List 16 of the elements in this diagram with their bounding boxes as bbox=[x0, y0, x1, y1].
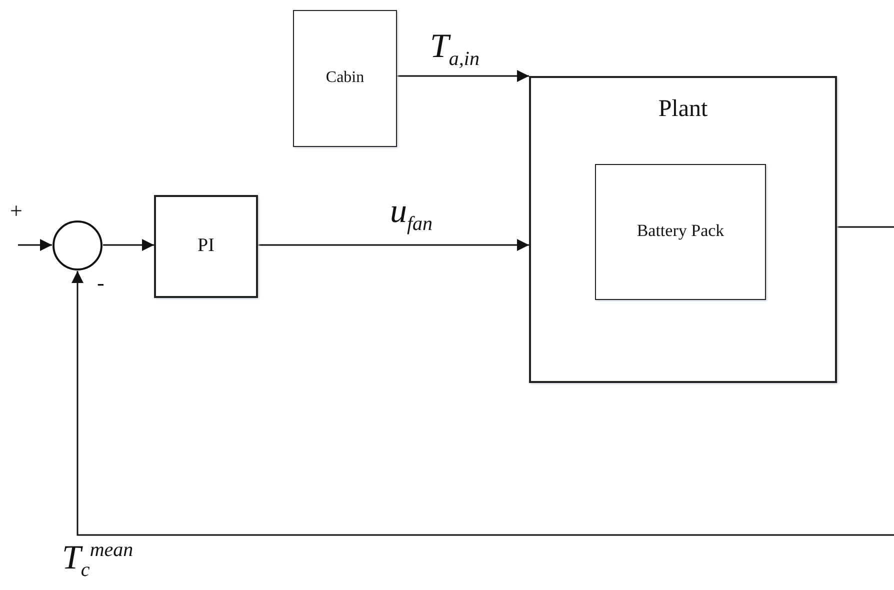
block-label: Cabin bbox=[326, 69, 364, 87]
block bbox=[529, 76, 837, 383]
block bbox=[595, 164, 766, 300]
block bbox=[293, 10, 397, 147]
sign-label: - bbox=[97, 272, 104, 294]
summing-junction bbox=[52, 220, 103, 271]
signal-arrow bbox=[397, 70, 529, 82]
signal-arrow bbox=[18, 239, 52, 251]
block bbox=[154, 195, 258, 298]
sign-label: + bbox=[10, 200, 22, 222]
block-label: PI bbox=[198, 235, 214, 257]
block-label: Plant bbox=[658, 96, 708, 123]
signal-arrow bbox=[103, 239, 154, 251]
signal-arrow bbox=[258, 239, 529, 251]
block-label: Battery Pack bbox=[636, 221, 724, 241]
signal-arrow bbox=[72, 226, 894, 536]
